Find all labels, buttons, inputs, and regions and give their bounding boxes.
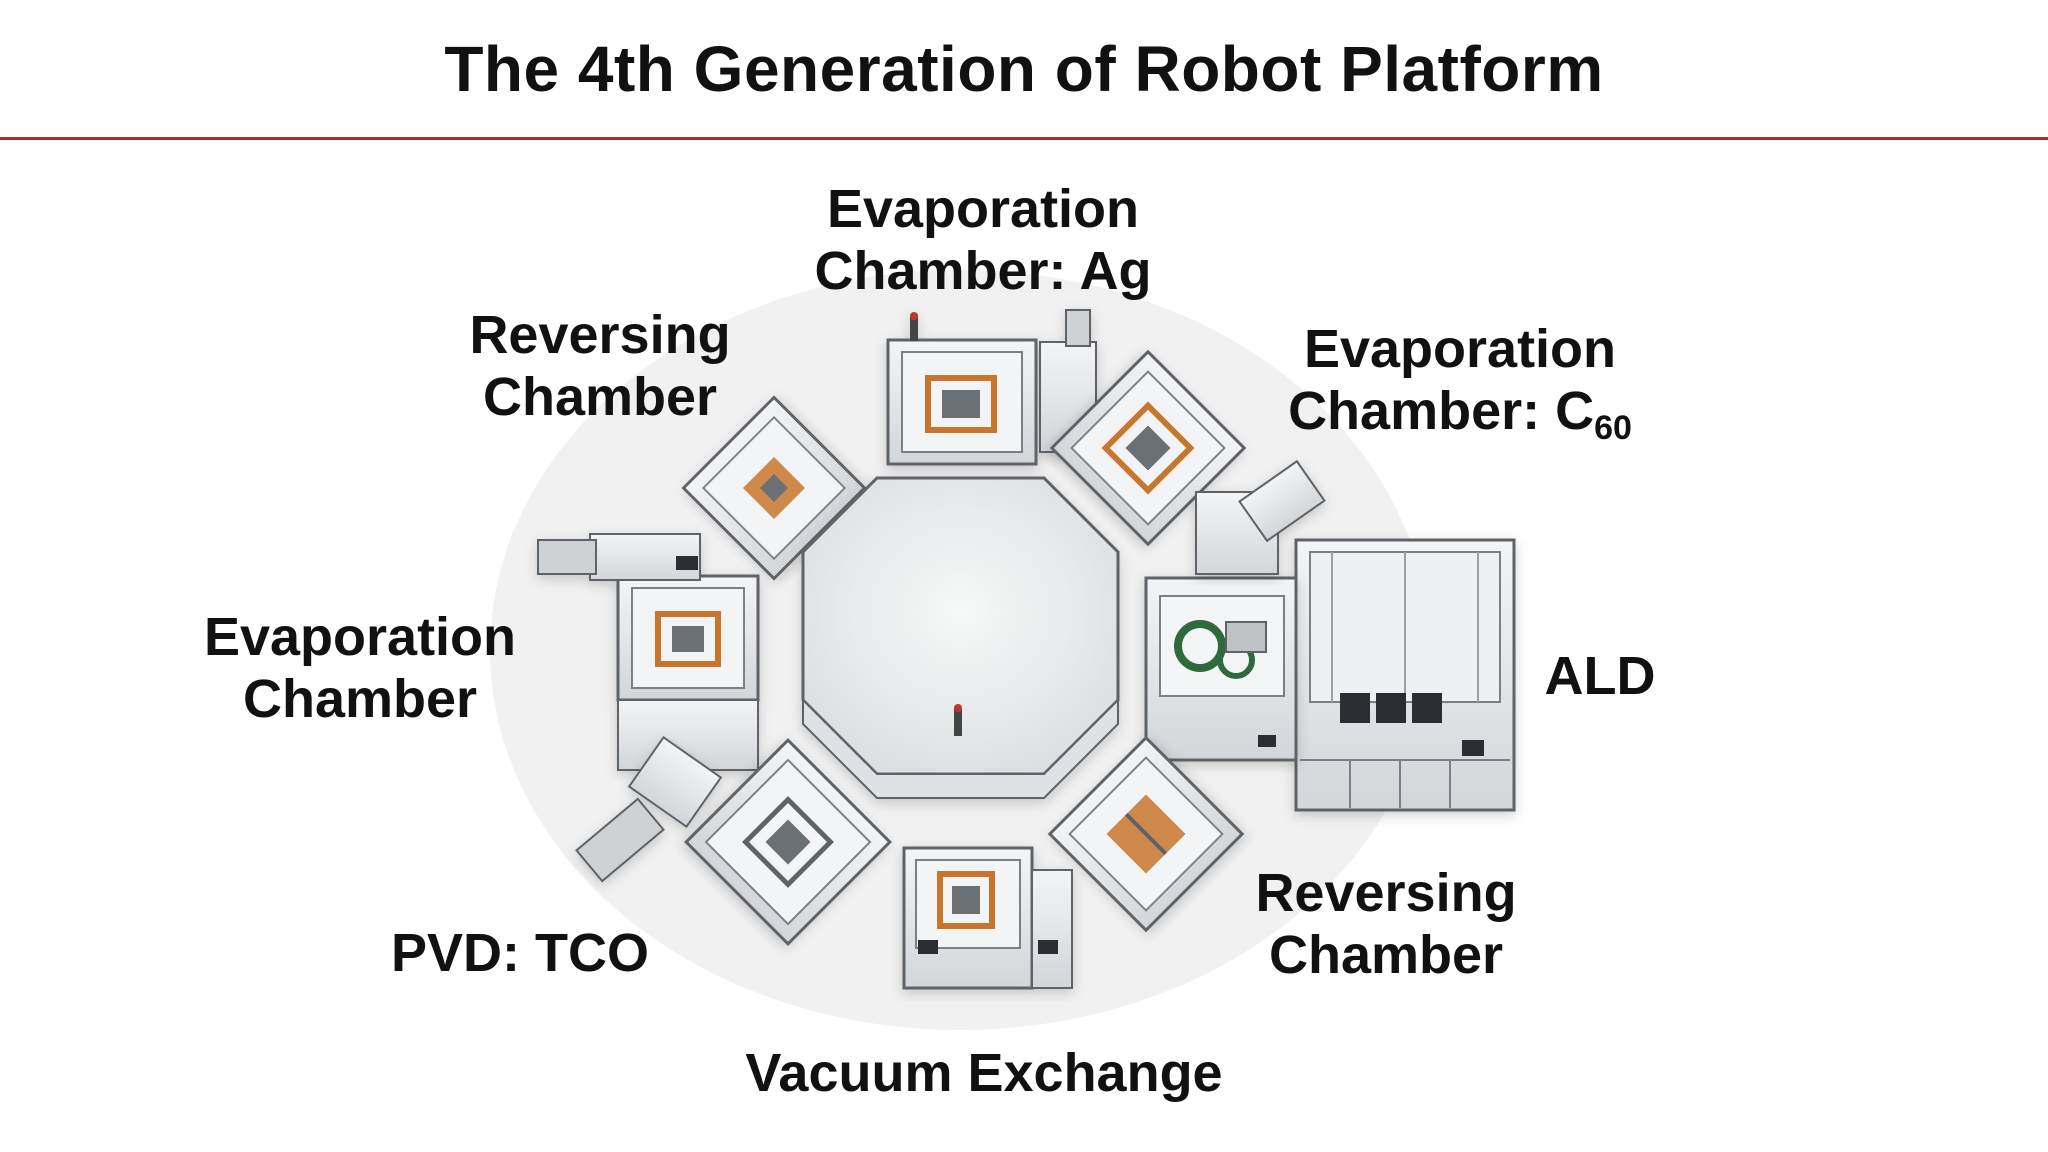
pvd-tco-loadport — [575, 735, 723, 883]
label-evaporation-chamber-left: Evaporation Chamber — [203, 607, 517, 729]
label-reversing-chamber-top: Reversing Chamber — [469, 305, 731, 427]
title-divider — [0, 137, 2048, 140]
label-reversing-chamber-bottom: Reversing Chamber — [1255, 863, 1517, 985]
page-title: The 4th Generation of Robot Platform — [444, 33, 1604, 105]
central-transfer-chamber — [801, 476, 1120, 799]
label-evaporation-chamber-ag: Evaporation Chamber: Ag — [814, 179, 1152, 301]
label-vacuum-exchange: Vacuum Exchange — [745, 1043, 1223, 1103]
label-ald: ALD — [1544, 646, 1656, 706]
evap-c60-loadport — [1195, 459, 1326, 575]
vacuum-exchange-module — [902, 846, 1073, 990]
reversing-bottom-module — [1047, 735, 1245, 933]
label-evaporation-chamber-c60: Evaporation Chamber: C60 — [1288, 319, 1632, 447]
ald-transfer-module — [1144, 576, 1298, 762]
ald-module — [1294, 538, 1516, 812]
label-pvd-tco: PVD: TCO — [390, 923, 649, 983]
pvd-tco-module — [684, 738, 892, 946]
reversing-top-module — [681, 395, 867, 581]
